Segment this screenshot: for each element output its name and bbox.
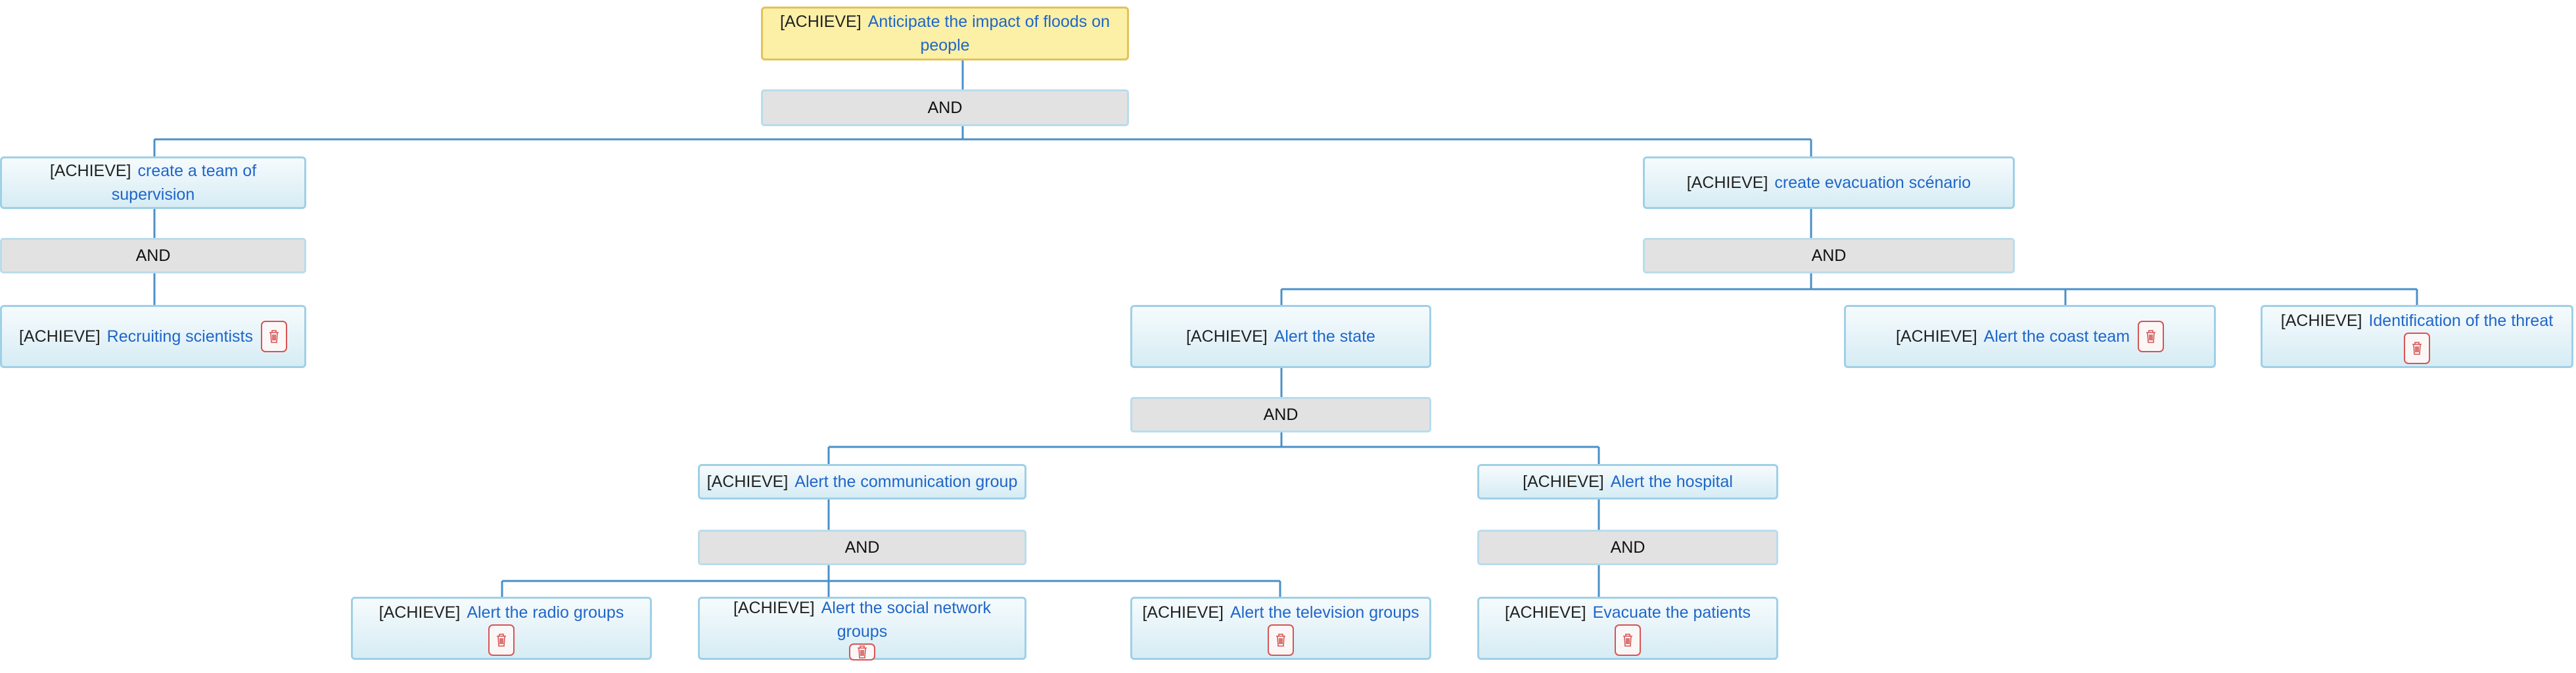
edge xyxy=(501,565,1281,597)
trash-icon[interactable] xyxy=(2404,333,2430,364)
goal-type-tag: [ACHIEVE] xyxy=(2280,312,2362,330)
goal-create-evacuation-scenario[interactable]: [ACHIEVE] create evacuation scénario xyxy=(1643,156,2015,209)
goal-type-tag: [ACHIEVE] xyxy=(379,603,461,622)
edge xyxy=(1280,273,2418,305)
goal-type-tag: [ACHIEVE] xyxy=(706,473,789,491)
goal-type-tag: [ACHIEVE] xyxy=(1686,174,1768,192)
goal-title: Anticipate the impact of floods on peopl… xyxy=(867,12,1110,55)
goal-alert-the-coast-team[interactable]: [ACHIEVE] Alert the coast team xyxy=(1844,305,2216,368)
goal-create-team-supervision[interactable]: [ACHIEVE]create a team of supervision xyxy=(0,156,306,209)
and-operator[interactable]: AND xyxy=(1130,397,1431,432)
goal-alert-social-network-groups[interactable]: [ACHIEVE] Alert the social network groups xyxy=(698,597,1026,661)
goal-alert-the-state[interactable]: [ACHIEVE] Alert the state xyxy=(1130,305,1431,368)
trash-icon[interactable] xyxy=(2137,321,2164,352)
goal-title: Alert the radio groups xyxy=(467,603,624,622)
goal-alert-the-hospital[interactable]: [ACHIEVE] Alert the hospital xyxy=(1477,464,1778,499)
goal-alert-television-groups[interactable]: [ACHIEVE] Alert the television groups xyxy=(1130,597,1431,660)
goal-type-tag: [ACHIEVE] xyxy=(1142,603,1224,622)
goal-title: Alert the hospital xyxy=(1610,473,1733,491)
goal-title: Alert the coast team xyxy=(1983,327,2130,346)
goal-title: Alert the communication group xyxy=(794,473,1018,491)
goal-alert-radio-groups[interactable]: [ACHIEVE] Alert the radio groups xyxy=(351,597,652,660)
and-operator[interactable]: AND xyxy=(0,238,306,273)
goal-type-tag: [ACHIEVE] xyxy=(733,599,815,617)
goal-type-tag: [ACHIEVE] xyxy=(49,162,131,180)
goal-title: Alert the social network groups xyxy=(821,599,992,641)
goal-title: Alert the television groups xyxy=(1230,603,1419,622)
goal-title: Recruiting scientists xyxy=(106,327,253,346)
goal-alert-communication-group[interactable]: [ACHIEVE] Alert the communication group xyxy=(698,464,1026,499)
and-operator[interactable]: AND xyxy=(1643,238,2015,273)
edge xyxy=(153,126,1812,156)
goal-root[interactable]: [ACHIEVE] Anticipate the impact of floods… xyxy=(761,7,1129,60)
goal-type-tag: [ACHIEVE] xyxy=(1896,327,1977,346)
goal-evacuate-the-patients[interactable]: [ACHIEVE] Evacuate the patients xyxy=(1477,597,1778,660)
edge xyxy=(827,432,1600,464)
goal-type-tag: [ACHIEVE] xyxy=(19,327,101,346)
and-operator[interactable]: AND xyxy=(698,530,1026,565)
trash-icon[interactable] xyxy=(260,321,287,352)
goal-identification-of-the-threat[interactable]: [ACHIEVE] Identification of the threat xyxy=(2261,305,2573,368)
goal-title: create evacuation scénario xyxy=(1774,174,1971,192)
goal-type-tag: [ACHIEVE] xyxy=(1523,473,1604,491)
goal-type-tag: [ACHIEVE] xyxy=(1504,603,1586,622)
and-operator[interactable]: AND xyxy=(761,89,1129,126)
trash-icon[interactable] xyxy=(1615,624,1641,656)
goal-type-tag: [ACHIEVE] xyxy=(780,12,862,31)
goal-type-tag: [ACHIEVE] xyxy=(1186,327,1268,346)
trash-icon[interactable] xyxy=(1268,624,1294,656)
and-operator[interactable]: AND xyxy=(1477,530,1778,565)
goal-recruiting-scientists[interactable]: [ACHIEVE] Recruiting scientists xyxy=(0,305,306,368)
goal-title: Alert the state xyxy=(1274,327,1375,346)
goal-title: create a team of supervision xyxy=(111,162,257,204)
trash-icon[interactable] xyxy=(488,624,515,656)
goal-title: Evacuate the patients xyxy=(1592,603,1751,622)
goal-title: Identification of the threat xyxy=(2368,312,2554,330)
trash-icon[interactable] xyxy=(849,643,875,661)
